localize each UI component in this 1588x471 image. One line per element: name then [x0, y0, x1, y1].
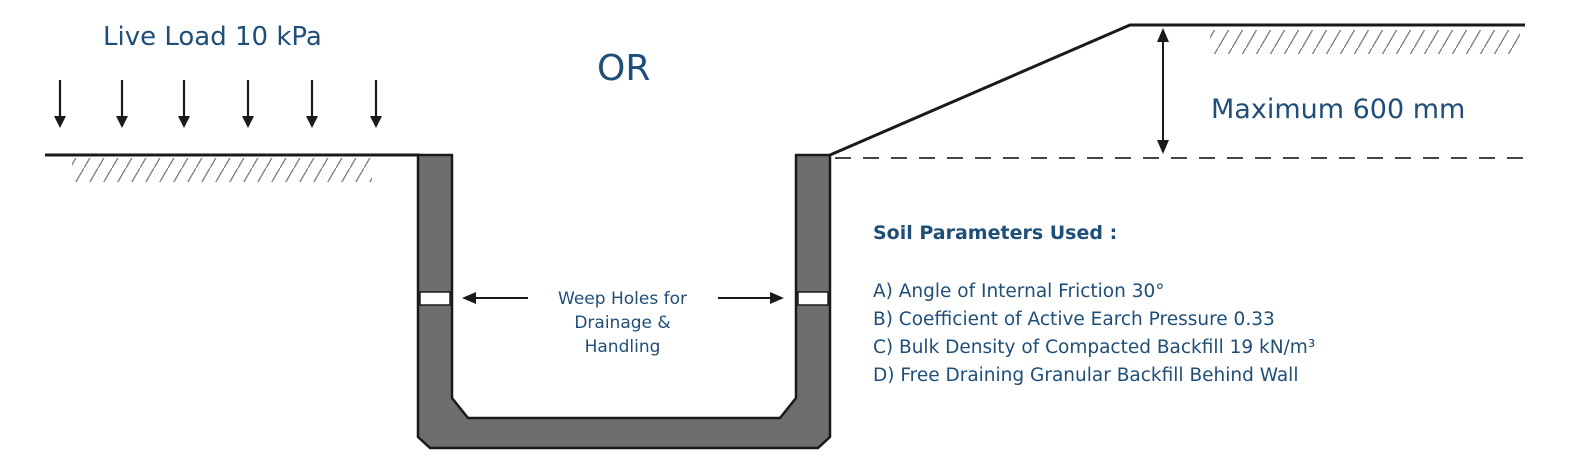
- soil-parameter-item: A) Angle of Internal Friction 30°: [873, 281, 1165, 302]
- live-load-label: Live Load 10 kPa: [103, 22, 322, 52]
- weep-arrow-left: [462, 292, 528, 304]
- load-arrow: [370, 80, 382, 128]
- weep-arrow-right: [718, 292, 784, 304]
- weep-label-line: Weep Holes for: [558, 289, 687, 309]
- weep-label-line: Handling: [584, 337, 661, 357]
- load-arrow: [242, 80, 254, 128]
- weep-arrows: [462, 292, 784, 304]
- live-load-arrows: [54, 80, 382, 128]
- max-height-dimension: [1157, 28, 1169, 154]
- left-ground: [45, 153, 420, 182]
- load-arrow: [54, 80, 66, 128]
- soil-parameter-item: B) Coefficient of Active Earch Pressure …: [873, 309, 1275, 330]
- load-arrow: [306, 80, 318, 128]
- load-arrow: [116, 80, 128, 128]
- u-drain: [416, 153, 832, 450]
- soil-parameters-heading: Soil Parameters Used :: [873, 222, 1118, 244]
- soil-parameter-item: D) Free Draining Granular Backfill Behin…: [873, 365, 1299, 386]
- or-label: OR: [597, 48, 651, 89]
- right-weep-hole: [797, 291, 829, 306]
- load-arrow: [178, 80, 190, 128]
- soil-parameter-item: C) Bulk Density of Compacted Backfill 19…: [873, 337, 1316, 358]
- weep-holes-label: Weep Holes for Drainage & Handling: [540, 287, 705, 359]
- right-slope-ground: [829, 23, 1530, 159]
- weep-label-line: Drainage &: [574, 313, 671, 333]
- maximum-height-label: Maximum 600 mm: [1211, 94, 1466, 125]
- left-weep-hole: [419, 291, 451, 306]
